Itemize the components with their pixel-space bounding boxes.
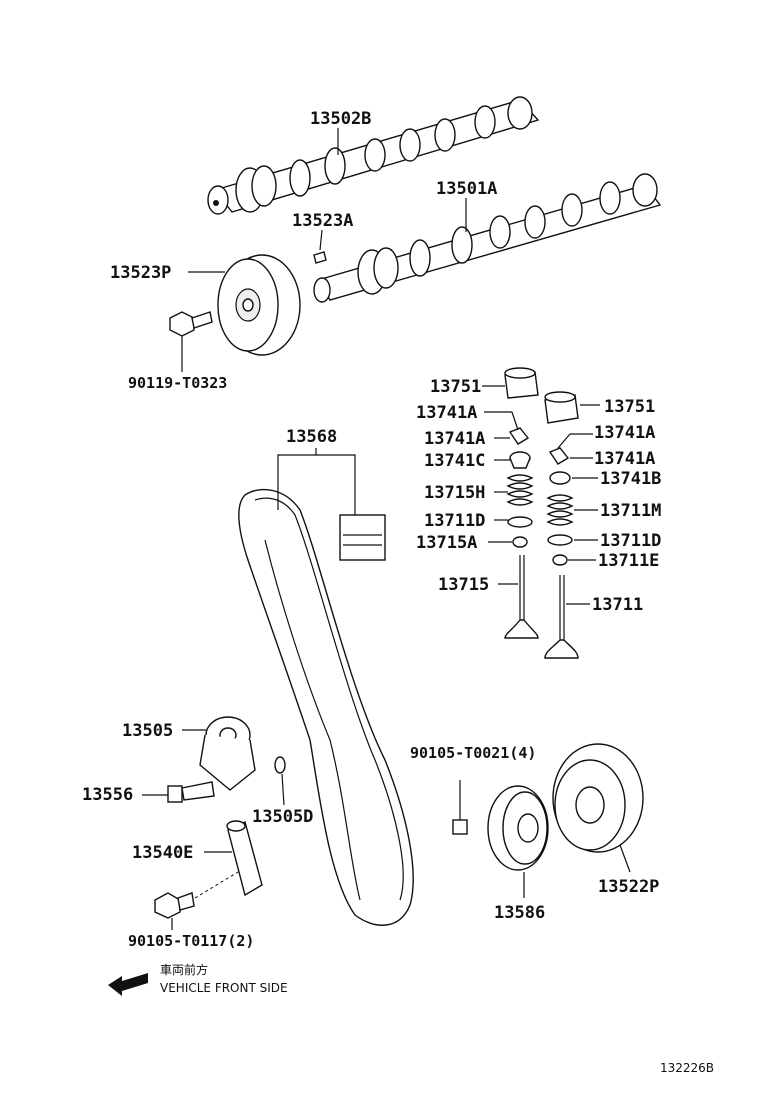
timing-belt[interactable] — [238, 488, 414, 926]
label-crank-bolt: 90105-T0021(4) — [410, 744, 536, 762]
valve-intake[interactable] — [504, 555, 539, 639]
note-vehicle-front-side: VEHICLE FRONT SIDE — [160, 981, 288, 995]
valve-lifter-intake[interactable] — [504, 367, 539, 399]
camshaft-intake[interactable] — [313, 173, 662, 303]
label-seat-exhaust: 13711D — [600, 531, 661, 551]
label-valve-intake: 13715 — [438, 575, 489, 595]
label-retainer-intake: 13741C — [424, 451, 485, 471]
label-idler: 13505 — [122, 721, 173, 741]
valve-spring-seat-exhaust[interactable] — [547, 534, 573, 546]
tensioner-bolt[interactable] — [154, 892, 195, 919]
timing-belt-tensioner[interactable] — [226, 820, 263, 897]
cam-timing-pulley[interactable] — [217, 254, 301, 356]
label-keeper-2: 13741A — [424, 429, 485, 449]
label-belt: 13568 — [286, 427, 337, 447]
label-keeper-1: 13741A — [416, 403, 477, 423]
label-camshaft-intake: 13501A — [436, 179, 497, 199]
valve-stem-seal-intake[interactable] — [512, 536, 528, 548]
valve-keeper-exhaust[interactable] — [548, 447, 570, 465]
valve-exhaust[interactable] — [544, 575, 579, 659]
front-arrow-icon — [108, 973, 148, 996]
label-cam-pulley: 13523P — [110, 263, 171, 283]
label-crank-pulley: 13522P — [598, 877, 659, 897]
label-cam-bolt: 90119-T0323 — [128, 374, 227, 392]
crank-pulley-bolt[interactable] — [452, 780, 468, 835]
label-lifter-intake: 13751 — [430, 377, 481, 397]
idler-washer[interactable] — [274, 756, 286, 774]
crankshaft-timing-pulley[interactable] — [552, 743, 644, 853]
leader-lines — [142, 128, 631, 930]
valve-spring-exhaust[interactable] — [546, 494, 574, 526]
cam-pulley-bolt[interactable] — [169, 311, 213, 337]
camshaft-exhaust[interactable] — [207, 96, 540, 215]
crankshaft-damper-pulley[interactable] — [487, 785, 549, 871]
valve-lifter-exhaust[interactable] — [544, 391, 579, 424]
valve-spring-intake[interactable] — [506, 474, 534, 506]
label-spring-exhaust: 13711M — [600, 501, 661, 521]
label-valve-exhaust: 13711 — [592, 595, 643, 615]
label-plug: 13523A — [292, 211, 353, 231]
figure-id: 132226B — [660, 1061, 714, 1075]
label-tensioner: 13540E — [132, 843, 193, 863]
note-japanese: 車両前方 — [160, 962, 208, 977]
valve-spring-seat-intake[interactable] — [507, 516, 533, 528]
label-camshaft-exhaust: 13502B — [310, 109, 371, 129]
label-seal-exhaust: 13711E — [598, 551, 659, 571]
valve-keeper-intake[interactable] — [508, 427, 530, 445]
label-seat-intake: 13711D — [424, 511, 485, 531]
label-keeper-4: 13741A — [594, 449, 655, 469]
idler-pulley[interactable] — [199, 716, 256, 791]
label-lifter-exhaust: 13751 — [604, 397, 655, 417]
cam-plug[interactable] — [313, 251, 327, 264]
label-tensioner-bolt: 90105-T0117(2) — [128, 932, 254, 950]
valve-stem-seal-exhaust[interactable] — [552, 554, 568, 566]
valve-retainer-exhaust[interactable] — [549, 471, 571, 485]
belt-cross-section — [339, 514, 386, 561]
label-damper: 13586 — [494, 903, 545, 923]
label-keeper-3: 13741A — [594, 423, 655, 443]
label-seal-intake: 13715A — [416, 533, 477, 553]
label-retainer-exhaust: 13741B — [600, 469, 661, 489]
valve-retainer-intake[interactable] — [509, 451, 531, 469]
tensioner-bolt-dash — [194, 871, 239, 899]
label-washer: 13505D — [252, 807, 313, 827]
idler-bolt[interactable] — [167, 781, 215, 803]
label-spring-intake: 13715H — [424, 483, 485, 503]
label-idler-bolt: 13556 — [82, 785, 133, 805]
